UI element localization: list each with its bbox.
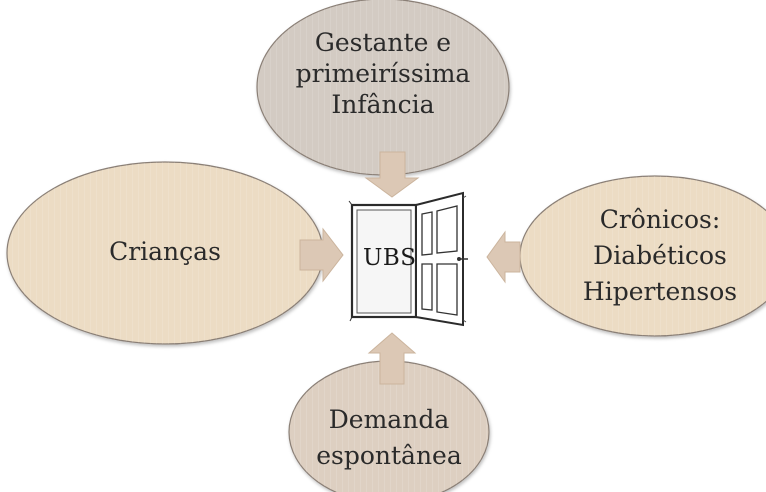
node-cronicos-line-2: Diabéticos — [593, 241, 727, 270]
node-gestante-label: Gestante e primeiríssima Infância — [283, 27, 483, 120]
node-demanda-label: Demanda espontânea — [314, 402, 464, 474]
node-cronicos-line-3: Hipertensos — [582, 277, 738, 306]
node-demanda — [288, 360, 490, 492]
node-cronicos-label: Crônicos: Diabéticos Hipertensos — [570, 202, 750, 310]
node-gestante — [256, 0, 510, 176]
node-demanda-line-2: espontânea — [316, 441, 462, 470]
arrow-left-to-center — [299, 227, 344, 283]
arrow-right-to-center — [486, 230, 521, 284]
center-label: UBS — [363, 245, 417, 271]
arrow-bottom-to-center — [367, 332, 417, 385]
node-gestante-line-1: Gestante e — [314, 28, 452, 57]
arrow-top-to-center — [364, 151, 420, 198]
node-demanda-line-1: Demanda — [328, 405, 450, 434]
open-door-icon — [348, 191, 468, 327]
node-gestante-line-2: primeiríssima — [295, 59, 471, 88]
node-cronicos-line-1: Crônicos: — [599, 205, 721, 234]
node-gestante-line-3: Infância — [331, 90, 435, 119]
node-criancas-label: Crianças — [90, 238, 240, 266]
node-criancas-line-1: Crianças — [109, 237, 221, 266]
node-criancas — [6, 161, 324, 345]
node-cronicos — [519, 175, 766, 337]
